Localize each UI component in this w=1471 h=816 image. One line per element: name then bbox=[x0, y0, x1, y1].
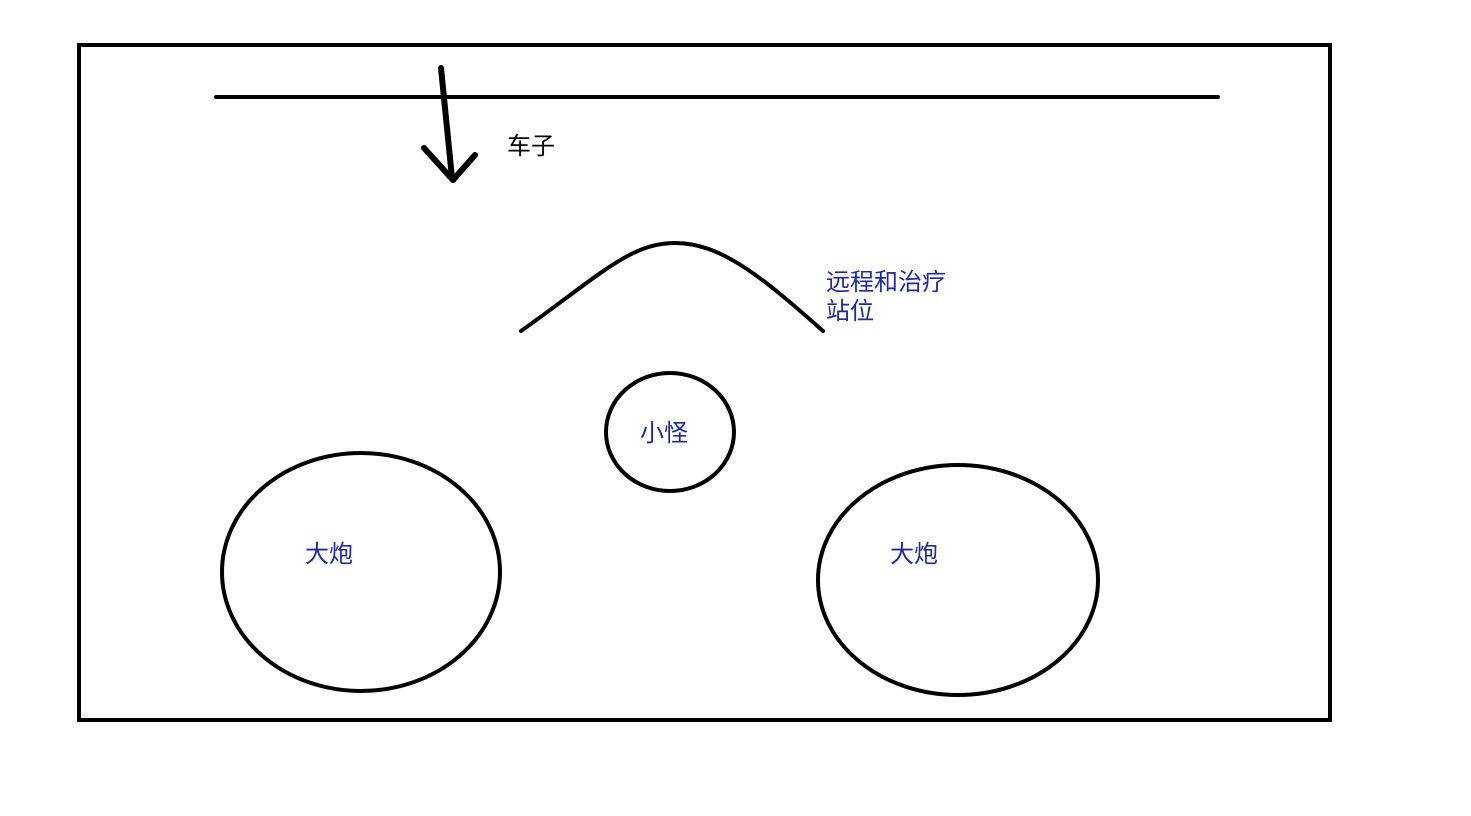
ranged-healer-label-line2: 站位 bbox=[826, 297, 874, 325]
cannon-left-label: 大炮 bbox=[305, 540, 353, 568]
ranged-healer-label-line1: 远程和治疗 bbox=[826, 268, 946, 296]
arena-boundary bbox=[77, 43, 1332, 722]
cannon-right-label: 大炮 bbox=[890, 540, 938, 568]
cannon-right-circle bbox=[816, 463, 1100, 697]
cannon-left-circle bbox=[220, 451, 502, 693]
down-arrow-icon bbox=[421, 65, 478, 183]
minion-label: 小怪 bbox=[640, 419, 688, 447]
ranged-healer-position-arc bbox=[519, 240, 825, 333]
minion-circle bbox=[604, 371, 736, 493]
car-label: 车子 bbox=[507, 132, 555, 160]
